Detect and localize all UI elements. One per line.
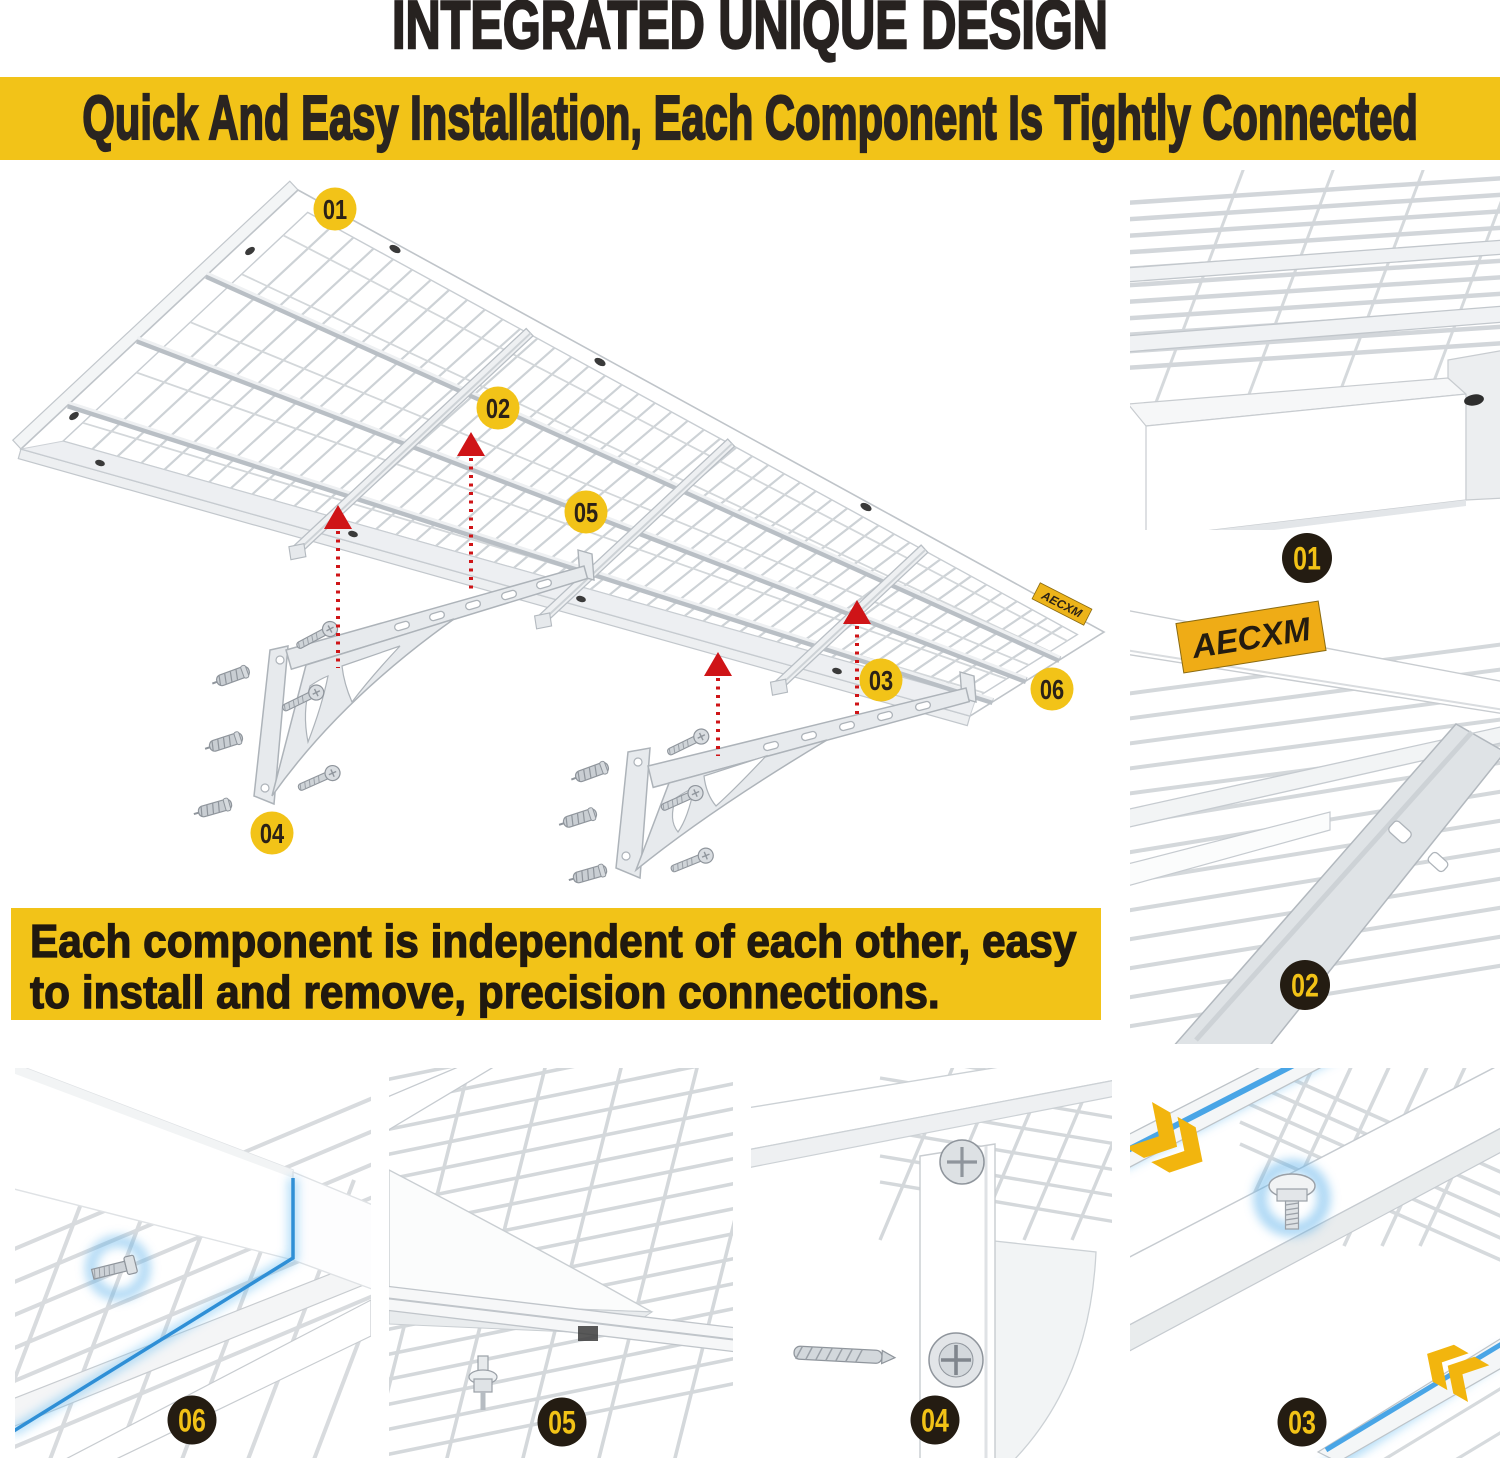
svg-text:02: 02	[486, 393, 510, 424]
svg-text:04: 04	[921, 1403, 949, 1439]
svg-text:01: 01	[323, 194, 347, 225]
svg-text:03: 03	[869, 665, 893, 696]
svg-text:02: 02	[1291, 968, 1319, 1004]
svg-text:05: 05	[548, 1405, 576, 1441]
svg-text:03: 03	[1288, 1405, 1316, 1441]
svg-text:06: 06	[1040, 674, 1064, 705]
svg-text:01: 01	[1293, 541, 1321, 577]
svg-text:05: 05	[574, 497, 598, 528]
svg-text:06: 06	[178, 1403, 206, 1439]
svg-text:04: 04	[260, 818, 284, 849]
